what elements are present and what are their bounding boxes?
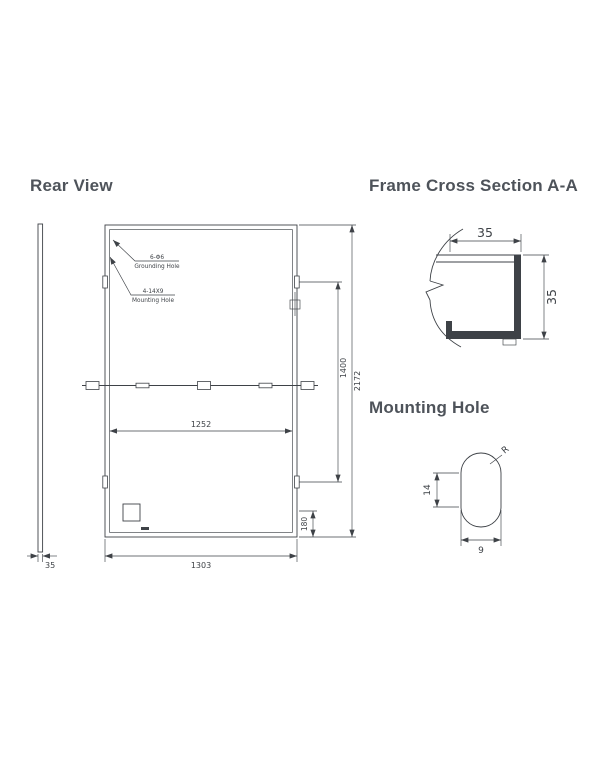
panel-side-profile: [37, 223, 44, 553]
dim-frame-thickness: 35: [27, 553, 57, 570]
dim-panel-width: 1303: [104, 539, 298, 570]
mounting-hole-callout: 4-14X9 Mounting Hole: [109, 256, 175, 304]
dim-panel-length: 2172: [299, 224, 362, 538]
break-arc-bottom: [429, 299, 462, 348]
dim-frame-thickness-label: 35: [45, 561, 55, 570]
mounting-hole-title: Mounting Hole: [369, 398, 490, 417]
frame-cross-section-drawing: 35 35: [425, 225, 559, 348]
break-arc-top: [429, 228, 464, 282]
radius-callout: R: [489, 445, 511, 465]
frame-cross-section-title: Frame Cross Section A-A: [369, 176, 578, 195]
break-zigzag: [425, 280, 445, 301]
dim-mount-spacing-label: 1400: [339, 358, 348, 378]
mounting-rail: [82, 381, 318, 390]
grounding-hole-label-1: 6-Φ6: [150, 255, 164, 261]
dim-slot-width: 9: [460, 510, 502, 556]
panel-outer-frame: [104, 224, 298, 538]
dim-panel-length-label: 2172: [353, 371, 362, 391]
section-mark: [289, 292, 301, 316]
grounding-hole-callout: 6-Φ6 Grounding Hole: [112, 239, 180, 270]
dim-bottom-offset: 180: [299, 510, 317, 538]
junction-box: [122, 503, 149, 530]
mounting-hole-label-2: Mounting Hole: [132, 298, 174, 304]
frame-profile: [436, 254, 521, 346]
dim-mount-spacing: 1400: [299, 281, 348, 483]
panel-inner-frame: [109, 229, 293, 533]
dim-section-height: 35: [523, 254, 559, 340]
dim-section-width-label: 35: [477, 225, 493, 240]
slot-outline: [460, 452, 502, 528]
dim-inner-width-label: 1252: [191, 420, 211, 429]
frame-edge-slots: [102, 275, 300, 489]
radius-label: R: [500, 445, 511, 457]
dim-panel-width-label: 1303: [191, 561, 211, 570]
grounding-hole-label-2: Grounding Hole: [134, 264, 180, 270]
rear-view-drawing: 35 6-Φ6 Grounding Hole: [27, 223, 362, 570]
dim-slot-length: 14: [423, 472, 459, 508]
dim-bottom-offset-label: 180: [300, 517, 309, 532]
rear-view-title: Rear View: [30, 176, 113, 195]
mounting-hole-drawing: R 14 9: [423, 445, 511, 556]
mounting-hole-label-1: 4-14X9: [143, 289, 164, 295]
dim-section-width: 35: [449, 225, 522, 252]
dim-slot-width-label: 9: [478, 546, 484, 556]
dim-section-height-label: 35: [544, 289, 559, 305]
dim-inner-width: 1252: [109, 420, 293, 434]
dim-slot-length-label: 14: [423, 484, 433, 496]
